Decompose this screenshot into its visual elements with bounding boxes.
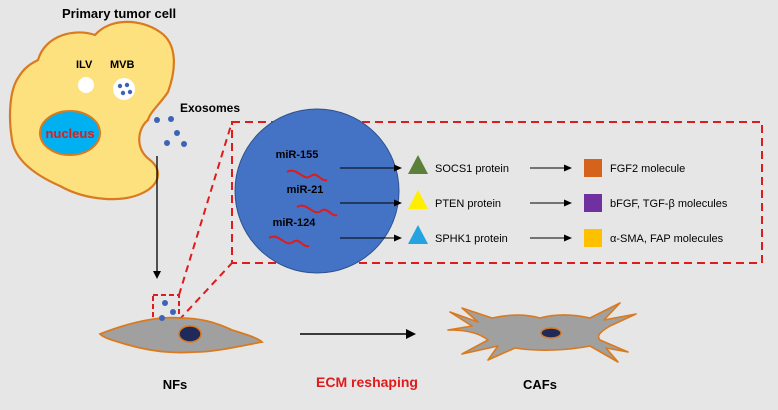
tumor-to-nf-arrowhead bbox=[153, 271, 161, 279]
nucleus-label: nucleus bbox=[45, 126, 94, 141]
mirna-strand bbox=[286, 169, 328, 182]
exosome bbox=[154, 117, 160, 123]
protein-label: PTEN protein bbox=[435, 198, 501, 210]
triangle-green-icon bbox=[408, 155, 428, 174]
triangle-blue-icon bbox=[408, 225, 428, 244]
ecm-reshaping-label: ECM reshaping bbox=[316, 374, 418, 390]
exosome-sphere bbox=[234, 108, 400, 274]
tumor-cell-title: Primary tumor cell bbox=[62, 6, 176, 21]
mvb-vesicle bbox=[124, 82, 130, 88]
protein-label: SOCS1 protein bbox=[435, 163, 509, 175]
molecule-label: α-SMA, FAP molecules bbox=[610, 233, 724, 245]
caf-nucleus bbox=[540, 327, 562, 339]
nucleus bbox=[39, 110, 101, 156]
ilv-vesicle bbox=[78, 77, 94, 93]
molecule-square-icon bbox=[584, 229, 602, 247]
mirna-to-protein-arrowhead bbox=[394, 199, 402, 207]
mirna-label: miR-21 bbox=[287, 184, 324, 196]
mirna-strand bbox=[268, 235, 310, 248]
exosome bbox=[174, 130, 180, 136]
exosome bbox=[168, 116, 174, 122]
nf-exosome bbox=[162, 300, 168, 306]
mvb-vesicle bbox=[117, 83, 123, 89]
protein-label: SPHK1 protein bbox=[435, 233, 508, 245]
molecule-label: bFGF, TGF-β molecules bbox=[610, 198, 728, 210]
mirna-label: miR-124 bbox=[273, 217, 317, 229]
ilv-label: ILV bbox=[76, 59, 93, 71]
tumor-cell-body bbox=[8, 20, 175, 201]
triangle-yellow-icon bbox=[408, 190, 428, 209]
mirna-to-protein-arrowhead bbox=[394, 164, 402, 172]
mirna-to-protein-arrowhead bbox=[394, 234, 402, 242]
nf-exosome bbox=[159, 315, 165, 321]
mvb-vesicle bbox=[127, 89, 133, 95]
zoom-line-bottom bbox=[178, 262, 233, 321]
zoom-line-top bbox=[178, 121, 233, 296]
nf-exosome bbox=[170, 309, 176, 315]
protein-to-molecule-arrowhead bbox=[564, 164, 572, 172]
nfs-label: NFs bbox=[163, 377, 188, 392]
mvb-label: MVB bbox=[110, 59, 135, 71]
molecule-square-icon bbox=[584, 194, 602, 212]
mvb-body bbox=[113, 78, 135, 100]
mirna-label: miR-155 bbox=[276, 149, 319, 161]
molecule-label: FGF2 molecule bbox=[610, 163, 685, 175]
protein-to-molecule-arrowhead bbox=[564, 199, 572, 207]
nf-to-caf-arrowhead bbox=[406, 329, 416, 339]
mvb-vesicle bbox=[120, 90, 126, 96]
exosome bbox=[181, 141, 187, 147]
cafs-label: CAFs bbox=[523, 377, 557, 392]
molecule-square-icon bbox=[584, 159, 602, 177]
mirna-strand bbox=[296, 204, 338, 217]
nf-nucleus bbox=[178, 325, 202, 343]
exosomes-label: Exosomes bbox=[180, 101, 240, 115]
mirna-detail-box bbox=[231, 121, 763, 264]
exosome bbox=[164, 140, 170, 146]
exosome-zoom-box bbox=[152, 294, 180, 321]
protein-to-molecule-arrowhead bbox=[564, 234, 572, 242]
